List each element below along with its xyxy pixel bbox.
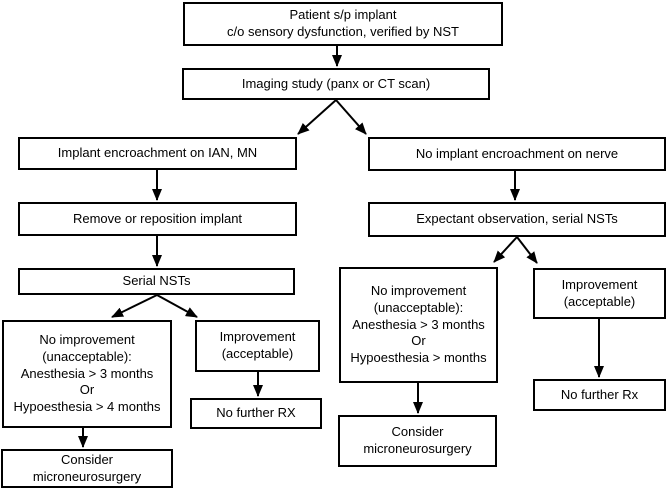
connector-imaging-to-no-encroachment	[335, 99, 367, 135]
node-consider-microneurosurgery-right: Consider microneurosurgery	[338, 415, 497, 467]
node-serial-nsts: Serial NSTs	[18, 268, 295, 295]
node-improvement-left: Improvement (acceptable)	[195, 320, 320, 372]
connector-expectant-to-no-improvement-right	[493, 236, 518, 263]
connector-imaging-to-encroachment	[297, 99, 337, 135]
node-imaging-study: Imaging study (panx or CT scan)	[182, 68, 490, 100]
connector-serial-to-no-improvement-left	[111, 294, 158, 318]
connector-serial-to-improvement-left	[156, 294, 198, 318]
node-no-further-rx-left: No further RX	[190, 398, 322, 429]
node-consider-microneurosurgery-left: Consider microneurosurgery	[1, 449, 173, 488]
node-no-improvement-right: No improvement (unacceptable): Anesthesi…	[339, 267, 498, 383]
node-no-implant-encroachment: No implant encroachment on nerve	[368, 137, 666, 171]
node-patient-sp-implant: Patient s/p implant c/o sensory dysfunct…	[183, 2, 503, 46]
node-no-improvement-left: No improvement (unacceptable): Anesthesi…	[2, 320, 172, 428]
node-remove-or-reposition: Remove or reposition implant	[18, 202, 297, 236]
connector-expectant-to-improvement-right	[516, 236, 538, 264]
node-expectant-observation: Expectant observation, serial NSTs	[368, 202, 666, 237]
node-improvement-right: Improvement (acceptable)	[533, 268, 666, 319]
node-implant-encroachment: Implant encroachment on IAN, MN	[18, 137, 297, 170]
node-no-further-rx-right: No further Rx	[533, 379, 666, 411]
